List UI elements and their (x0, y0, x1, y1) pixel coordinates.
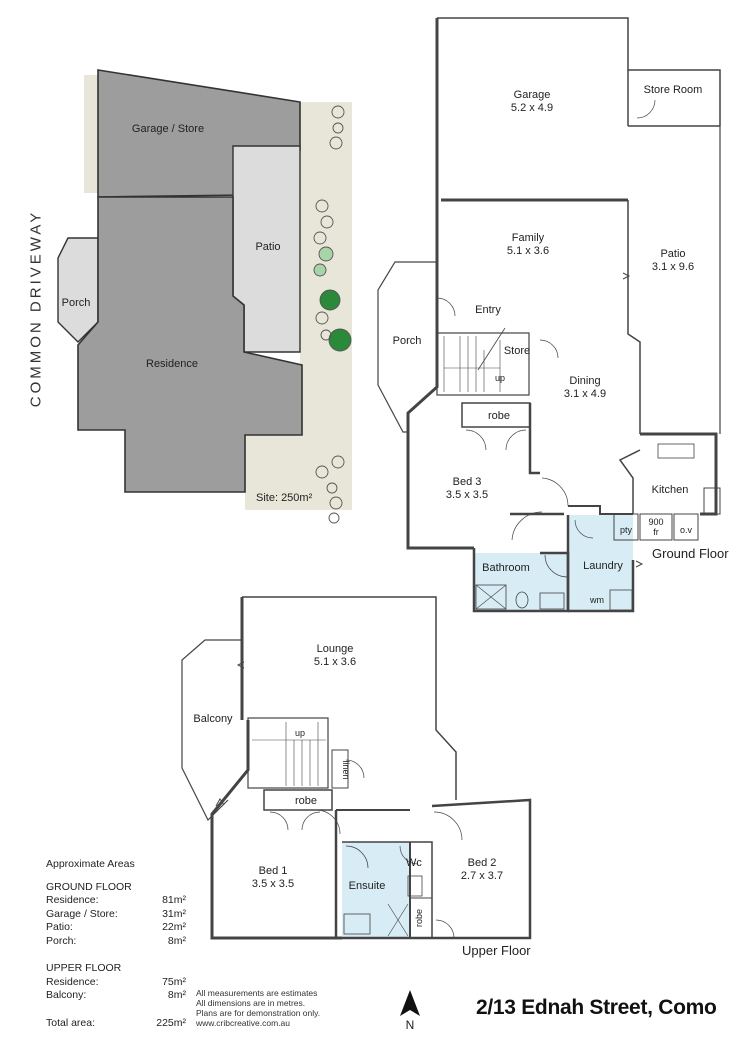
family-label: Family (512, 232, 545, 244)
bed2-label: Bed 2 (468, 857, 497, 869)
area-row: Garage / Store:31m² (46, 907, 186, 920)
website-link[interactable]: www.cribcreative.com.au (196, 1018, 291, 1028)
store-label: Store (504, 345, 530, 357)
store-room-label: Store Room (644, 84, 703, 96)
entry-label: Entry (475, 304, 501, 316)
robe-label: robe (488, 410, 510, 422)
ground-floor-title: Ground Floor (652, 546, 729, 561)
upper-up-label: up (295, 728, 305, 738)
ground-floor-plan (377, 17, 721, 613)
ensuite-floor (342, 842, 410, 938)
areas-table: Approximate Areas GROUND FLOOR Residence… (46, 858, 186, 1030)
dining-dims: 3.1 x 4.9 (564, 388, 606, 400)
pantry-label: pty (620, 525, 633, 535)
balcony-label: Balcony (193, 713, 233, 725)
upper-floor-heading: UPPER FLOOR (46, 962, 122, 974)
upper-floor-title: Upper Floor (462, 943, 531, 958)
bed1-dims: 3.5 x 3.5 (252, 878, 294, 890)
area-row: Balcony:8m² (46, 989, 186, 1001)
site-residence-label: Residence (146, 358, 198, 370)
site-patio-label: Patio (255, 241, 280, 253)
upper-door-swings (269, 759, 463, 939)
family-dims: 5.1 x 3.6 (507, 245, 549, 257)
site-yard (245, 430, 352, 510)
dining-label: Dining (569, 375, 600, 387)
note-line: All measurements are estimates (196, 988, 318, 998)
upper-robe-label: robe (295, 795, 317, 807)
site-garage-label: Garage / Store (132, 123, 204, 135)
bed3-dims: 3.5 x 3.5 (446, 489, 488, 501)
fridge-label-2: fr (653, 527, 659, 537)
garage-label: Garage (514, 89, 551, 101)
lounge-dims: 5.1 x 3.6 (314, 656, 356, 668)
linen-label: linen (341, 760, 351, 779)
site-area-label: Site: 250m² (256, 492, 313, 504)
site-residence (77, 196, 303, 493)
ensuite-label: Ensuite (349, 880, 386, 892)
north-arrow (400, 990, 420, 1016)
patio-dims: 3.1 x 9.6 (652, 261, 694, 273)
ground-labels: Garage 5.2 x 4.9 Store Room Family 5.1 x… (393, 84, 703, 605)
area-row: Porch:8m² (46, 934, 186, 947)
disclaimer-notes: All measurements are estimates All dimen… (196, 988, 376, 1028)
upper-labels: Lounge 5.1 x 3.6 Balcony up linen robe B… (193, 643, 503, 927)
north-label: N (406, 1018, 415, 1032)
ground-up-label: up (495, 373, 505, 383)
laundry-floor (569, 515, 633, 611)
note-line: Plans are for demonstration only. (196, 1008, 321, 1018)
fridge-label-1: 900 (648, 517, 663, 527)
note-line: All dimensions are in metres. (196, 998, 306, 1008)
bed3-label: Bed 3 (453, 476, 482, 488)
property-address: 2/13 Ednah Street, Como (476, 996, 717, 1019)
garage-dims: 5.2 x 4.9 (511, 102, 553, 114)
upper-floor-plan (181, 596, 532, 940)
wm-label: wm (589, 595, 604, 605)
wc-label: Wc (406, 857, 422, 869)
areas-heading: Approximate Areas (46, 858, 135, 870)
total-area-row: Total area:225m² (46, 1016, 186, 1029)
ground-door-swings (436, 99, 656, 578)
area-row: Residence:81m² (46, 894, 186, 906)
bathroom-label: Bathroom (482, 562, 530, 574)
site-plan (57, 69, 352, 524)
upper-stairs (252, 722, 326, 786)
bed2-dims: 2.7 x 3.7 (461, 870, 503, 882)
kitchen-label: Kitchen (652, 484, 689, 496)
ground-stairs (444, 336, 501, 392)
lounge-label: Lounge (317, 643, 354, 655)
area-row: Patio:22m² (46, 921, 186, 933)
laundry-label: Laundry (583, 560, 623, 572)
bathroom-floor (474, 553, 568, 611)
upper-robe2-label: robe (414, 909, 424, 927)
porch-label: Porch (393, 335, 422, 347)
area-row: Residence:75m² (46, 975, 186, 988)
site-labels: Garage / Store Patio Porch Residence Sit… (62, 123, 313, 504)
driveway-label: COMMON DRIVEWAY (27, 209, 45, 408)
site-porch (57, 237, 99, 343)
oven-label: o.v (680, 525, 693, 535)
site-porch-label: Porch (62, 297, 91, 309)
patio-label: Patio (660, 248, 685, 260)
bed1-label: Bed 1 (259, 865, 288, 877)
tree-icons (313, 105, 352, 524)
ground-floor-heading: GROUND FLOOR (46, 880, 132, 893)
